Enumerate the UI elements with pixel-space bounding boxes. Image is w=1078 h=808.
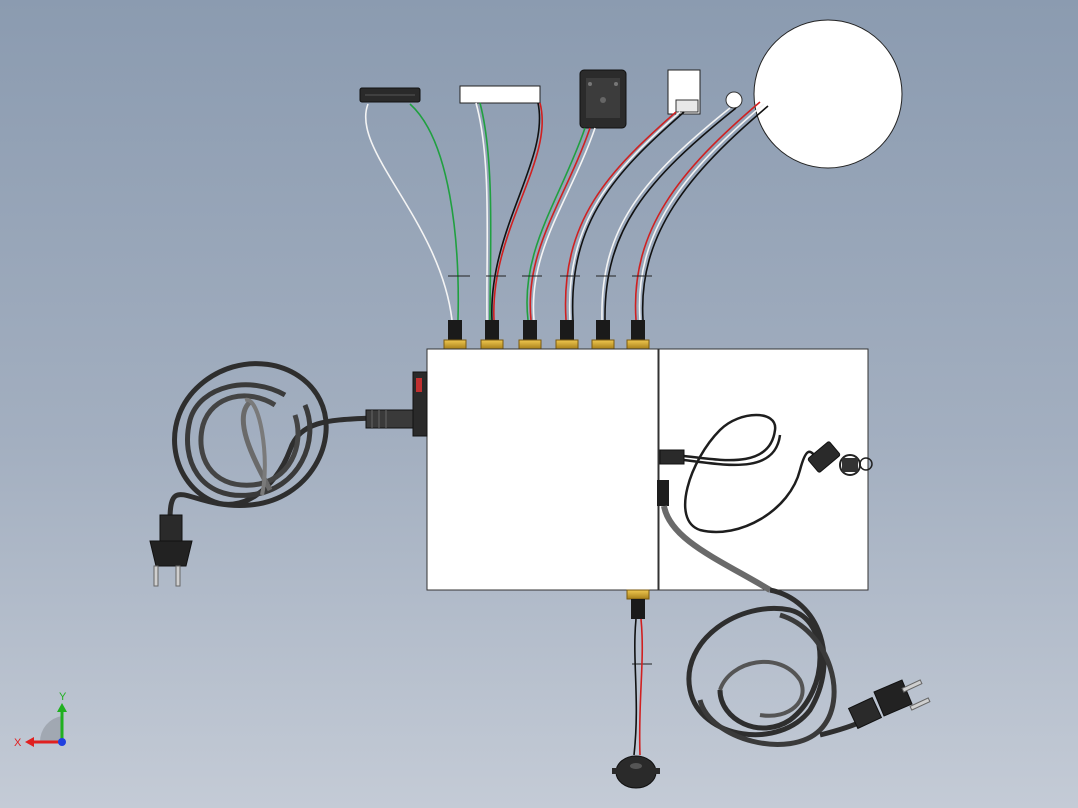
gland-connector-bottom [626, 589, 650, 619]
usb-connector [659, 441, 873, 476]
small-connector-module [667, 69, 701, 115]
y-axis-label: Y [59, 691, 67, 703]
power-cable-right [657, 480, 867, 747]
gland-connectors-top [443, 320, 650, 350]
white-strip-sensor [459, 85, 541, 104]
z-axis-dot [58, 738, 66, 746]
power-plug-left [149, 514, 193, 587]
usb-cable [683, 413, 821, 534]
x-axis-label: X [14, 737, 22, 749]
magnetic-reed-sensor [359, 87, 421, 103]
enclosure-side-panel[interactable] [658, 348, 869, 591]
led-indicator [725, 91, 743, 109]
enclosure-main[interactable] [426, 348, 659, 591]
sensor-wires [365, 101, 769, 321]
coordinate-triad: Y X [14, 691, 67, 749]
power-plug-right [847, 679, 931, 730]
pcb-module [579, 69, 627, 129]
buzzer [612, 755, 660, 789]
power-cable-left [167, 361, 413, 521]
round-disk-sensor [753, 19, 903, 169]
strain-relief-left [365, 409, 414, 429]
buzzer-wires [633, 618, 644, 756]
power-switch[interactable] [412, 371, 428, 437]
